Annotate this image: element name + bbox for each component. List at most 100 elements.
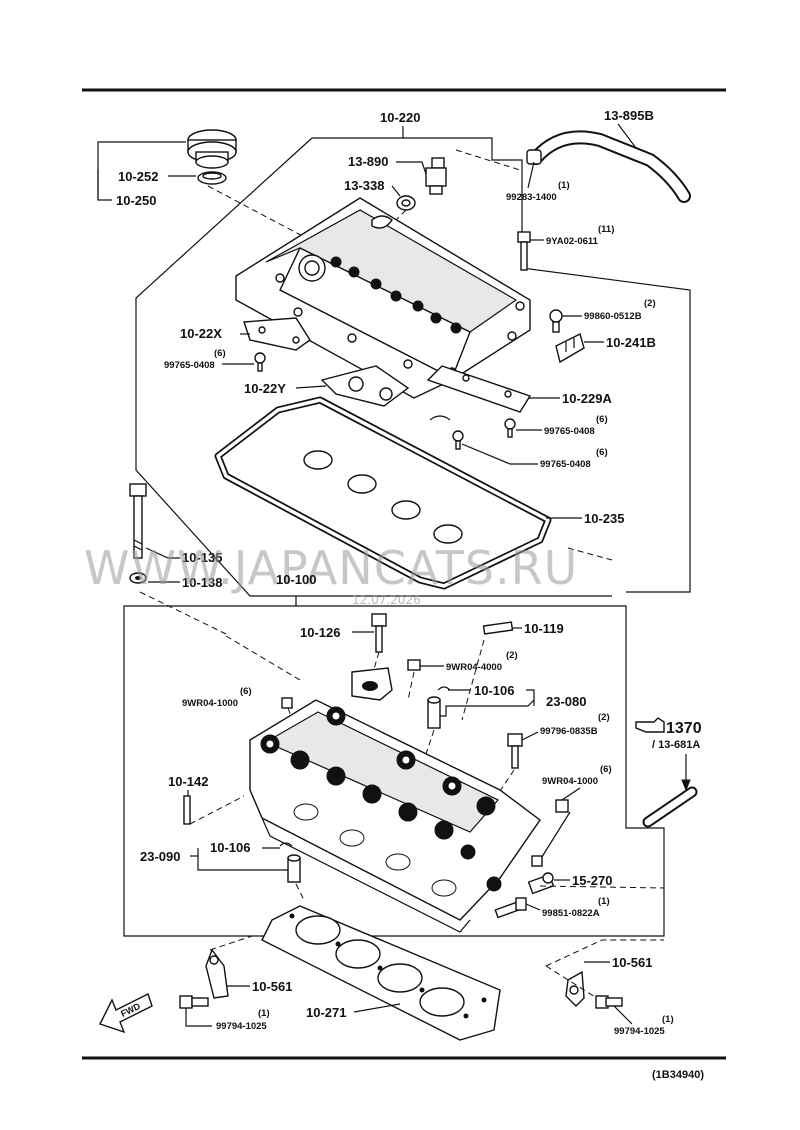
qty-99794-b: (1): [662, 1014, 674, 1025]
label-10-106-upper: 10-106: [474, 683, 514, 698]
part-99794-1025-right: 99794-1025: [614, 1026, 665, 1037]
part-99765-0408-a: 99765-0408: [164, 360, 215, 371]
harness-bracket[interactable]: [555, 332, 585, 364]
link-dash-2: [567, 547, 613, 561]
engine-hanger-left[interactable]: [205, 948, 229, 999]
label-10-561-left: 10-561: [252, 979, 292, 994]
watermark-date: 12.07.2026: [352, 593, 421, 607]
hanger-bolt-right[interactable]: [595, 995, 623, 1009]
hose-clamp[interactable]: [526, 149, 542, 165]
hand-pointer-icon: [635, 717, 665, 733]
cylinder-head-cover[interactable]: [235, 197, 531, 399]
watermark-text: WWW.JAPANCATS.RU: [84, 541, 578, 595]
label-10-271: 10-271: [306, 1005, 346, 1020]
part-99851-0822A: 99851-0822A: [542, 908, 600, 919]
label-10-561-right: 10-561: [612, 955, 652, 970]
cap-gasket-ring[interactable]: [197, 171, 227, 185]
sleeve-10-106-upper[interactable]: [427, 696, 441, 729]
qty-99796: (2): [598, 712, 610, 723]
cylinder-head[interactable]: [249, 699, 541, 933]
head-gasket[interactable]: [261, 905, 501, 1041]
part-99283-1400: 99283-1400: [506, 192, 557, 203]
qty-99860: (2): [644, 298, 656, 309]
plug-lower-right[interactable]: [531, 855, 543, 867]
part-99796-0835B: 99796-0835B: [540, 726, 598, 737]
part-9YA02-0611: 9YA02-0611: [546, 236, 599, 247]
qty-99851: (1): [598, 896, 610, 907]
sleeve-clip-lower[interactable]: [279, 842, 293, 847]
hose-13-681A[interactable]: [642, 786, 698, 828]
pcv-hose[interactable]: [529, 130, 691, 203]
plate-bolt-b[interactable]: [504, 418, 516, 438]
cam-cap-bolt[interactable]: [371, 613, 387, 653]
engine-hanger-right[interactable]: [565, 970, 585, 1007]
label-10-135: 10-135: [182, 550, 222, 565]
baffle-plate-x[interactable]: [243, 317, 311, 351]
label-10-22Y: 10-22Y: [244, 381, 286, 396]
label-23-080: 23-080: [546, 694, 586, 709]
pcv-grommet[interactable]: [396, 195, 416, 211]
part-9WR04-4000: 9WR04-4000: [446, 662, 502, 673]
qty-9WR04-c: (6): [600, 764, 612, 775]
label-13-895B: 13-895B: [604, 108, 654, 123]
label-13-338: 13-338: [344, 178, 384, 193]
bolt-99851-0822A[interactable]: [494, 897, 527, 919]
label-10-22X: 10-22X: [180, 326, 222, 341]
head-bolt-washer[interactable]: [129, 572, 147, 584]
stud-10-119[interactable]: [482, 621, 514, 635]
part-9WR04-1000-left: 9WR04-1000: [182, 698, 238, 709]
part-99860-0512B: 99860-0512B: [584, 311, 642, 322]
label-10-142: 10-142: [168, 774, 208, 789]
plate-bolt-c[interactable]: [452, 430, 464, 450]
qty-99765-a: (6): [214, 348, 226, 359]
label-10-235: 10-235: [584, 511, 624, 526]
sleeve-clip[interactable]: [437, 686, 451, 691]
oil-filler-cap[interactable]: [187, 129, 237, 169]
label-10-100: 10-100: [276, 572, 316, 587]
bolt-99796-0835B[interactable]: [507, 733, 523, 769]
part-99765-0408-b: 99765-0408: [544, 426, 595, 437]
plug-9WR04-1000-right[interactable]: [555, 799, 569, 813]
ref-1370[interactable]: 1370: [666, 720, 702, 737]
plug-9WR04-1000-left[interactable]: [281, 697, 293, 709]
plate-bolt-a[interactable]: [254, 352, 266, 372]
head-bolt[interactable]: [129, 483, 147, 559]
baffle-plate-229A[interactable]: [426, 365, 532, 413]
bracket-screw[interactable]: [549, 309, 563, 333]
label-10-220: 10-220: [380, 110, 420, 125]
water-fitting[interactable]: [527, 872, 555, 895]
qty-9WR04-a: (2): [506, 650, 518, 661]
qty-99794-a: (1): [258, 1008, 270, 1019]
ref-13-681A: / 13-681A: [652, 739, 700, 751]
label-10-250: 10-250: [116, 193, 156, 208]
part-99794-1025-left: 99794-1025: [216, 1021, 267, 1032]
qty-99765-c: (6): [596, 447, 608, 458]
cam-cap[interactable]: [351, 667, 393, 701]
baffle-plate-y[interactable]: [320, 365, 410, 407]
label-23-090: 23-090: [140, 849, 180, 864]
qty-99765-b: (6): [596, 414, 608, 425]
label-10-138: 10-138: [182, 575, 222, 590]
qty-9WR04-b: (6): [240, 686, 252, 697]
label-10-126: 10-126: [300, 625, 340, 640]
diagram-code: (1B34940): [652, 1069, 704, 1081]
label-10-119: 10-119: [524, 621, 564, 636]
label-10-229A: 10-229A: [562, 391, 612, 406]
plug-9WR04-4000[interactable]: [407, 659, 421, 671]
head-group-outline: [123, 596, 665, 937]
label-10-241B: 10-241B: [606, 335, 656, 350]
cover-bolt[interactable]: [517, 231, 531, 271]
link-dash-1: [225, 635, 301, 681]
part-9WR04-1000-right: 9WR04-1000: [542, 776, 598, 787]
cover-gasket[interactable]: [214, 396, 552, 590]
fwd-arrow-icon: FWD: [99, 993, 153, 1034]
pcv-valve[interactable]: [425, 157, 447, 195]
sleeve-10-106-lower[interactable]: [287, 854, 301, 883]
qty-99283: (1): [558, 180, 570, 191]
stud-10-142[interactable]: [183, 795, 191, 825]
qty-9YA02: (11): [598, 224, 614, 235]
part-99765-0408-c: 99765-0408: [540, 459, 591, 470]
hanger-bolt-left[interactable]: [179, 995, 209, 1009]
label-13-890: 13-890: [348, 154, 388, 169]
